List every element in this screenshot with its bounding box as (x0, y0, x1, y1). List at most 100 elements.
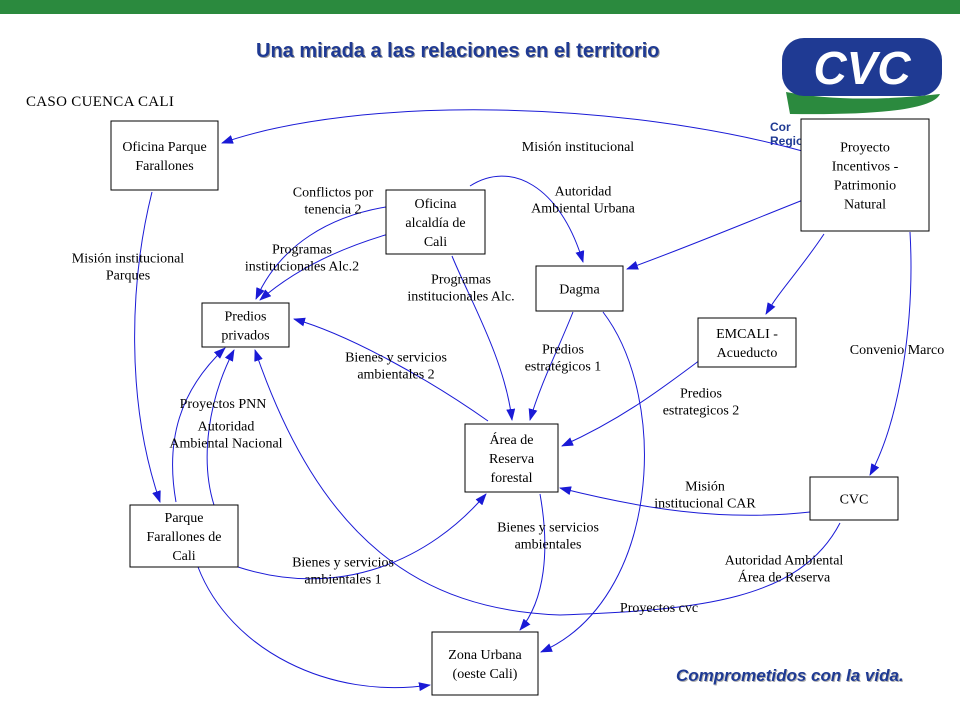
edge-oficina-alcaldia-to-dagma (469, 175, 585, 263)
node-label-line: Cali (172, 549, 195, 564)
node-box (129, 504, 239, 568)
edge-arrow (469, 175, 585, 263)
edge-oficina-alcaldia-to-predios-privados (255, 205, 393, 300)
edge-arrow (869, 231, 912, 476)
edge-label-line: institucionales Alc. (407, 290, 514, 305)
edge-label-line: institucionales Alc.2 (245, 260, 359, 275)
node-label-line: Predios (225, 310, 267, 325)
edge-label-line: Autoridad (198, 420, 255, 435)
node-label-line: Zona Urbana (448, 648, 522, 663)
edge-arrow (237, 493, 487, 580)
edge-label-line: Ambiental Nacional (169, 437, 282, 452)
edge-label-line: Misión institucional (72, 252, 185, 267)
edge-label-line: Bienes y servicios (345, 351, 447, 366)
edge-label-line: Misión (685, 480, 725, 495)
edge-arrow (765, 233, 825, 315)
edge-label-cvc-to-predios-privados: Proyectos cvc (620, 601, 698, 616)
edge-arrow (221, 109, 807, 153)
node-box (800, 118, 930, 232)
edge-parque-farallones-to-area-reserva (237, 493, 487, 580)
edge-label-line: Misión institucional (522, 140, 635, 155)
edge-label-area-reserva-to-zona-urbana: Bienes y servicios ambientales (497, 521, 599, 553)
edge-label-line: Conflictos por (293, 186, 374, 201)
node-label-line: alcaldía de (405, 216, 465, 231)
node-box (809, 476, 899, 521)
node-label-line: Cali (424, 235, 447, 250)
edge-arrow (519, 493, 546, 631)
edge-arrow (134, 191, 161, 503)
edge-label-line: estrategicos 2 (663, 404, 740, 419)
logo-subtext-line-1: Cor (770, 120, 791, 134)
node-cvc: CVC (809, 476, 899, 521)
edge-label-line: Programas (272, 243, 332, 258)
node-label: EMCALI - Acueducto (716, 327, 778, 361)
edge-arrow (254, 349, 841, 616)
edge-parque-farallones-to-zona-urbana (197, 566, 431, 692)
node-emcali: EMCALI - Acueducto (697, 317, 797, 368)
edge-proyecto-to-emcali (765, 233, 825, 315)
edge-arrow (206, 349, 235, 506)
node-label-line: Patrimonio (834, 179, 896, 194)
edge-label-line: Ambiental Urbana (531, 202, 636, 217)
node-box (201, 302, 290, 348)
node-box (385, 189, 486, 255)
logo-wordmark: CVC (813, 42, 911, 94)
node-label-line: (oeste Cali) (453, 667, 518, 682)
node-label-line: forestal (491, 471, 533, 486)
edge-label-line: Convenio Marco (850, 343, 944, 358)
edge-proyecto-to-dagma (626, 199, 804, 270)
node-label-line: EMCALI - (716, 327, 778, 342)
edge-parque-farallones-to-predios-privados (206, 349, 235, 506)
edge-label-line: Predios (680, 387, 722, 402)
logo-subtext: Cor Regio (770, 120, 803, 148)
node-label-line: Reserva (489, 452, 535, 467)
edge-proyecto-to-oficina-parque (221, 109, 807, 153)
edge-oficina-alcaldia-to-area-reserva (451, 255, 516, 421)
edge-dagma-to-area-reserva (528, 311, 574, 421)
edge-label-oficina-alcaldia-to-predios-privados: Conflictos por tenencia 2 (293, 186, 374, 218)
edge-label-parque-farallones-to-predios-privados: Proyectos PNN (180, 397, 267, 412)
node-dagma: Dagma (535, 265, 624, 312)
edge-label-line: Área de Reserva (738, 569, 831, 586)
node-label-line: Acueducto (717, 346, 778, 361)
node-box (431, 631, 539, 696)
edge-arrow (293, 317, 489, 422)
edge-label-area-reserva-to-predios-privados: Bienes y servicios ambientales 2 (345, 351, 447, 383)
edge-label-line: ambientales 2 (357, 368, 434, 383)
tagline: Comprometidos con la vida. (676, 666, 904, 685)
node-label-line: Natural (844, 198, 886, 213)
node-label-line: Parque (165, 511, 204, 526)
node-label-line: CVC (840, 493, 869, 508)
edge-cvc-to-predios-privados (254, 349, 841, 616)
edge-label-oficina-alcaldia-to-predios-privados: Programas institucionales Alc.2 (245, 243, 359, 275)
edge-arrow (626, 199, 804, 270)
edge-arrow (259, 232, 393, 301)
edge-arrow (559, 486, 811, 516)
node-label-line: Dagma (559, 283, 600, 298)
node-zona-urbana: Zona Urbana (oeste Cali) (431, 631, 539, 696)
edge-label-line: ambientales (515, 538, 582, 553)
edge-label-line: tenencia 2 (304, 203, 361, 218)
edge-label-line: Autoridad Ambiental (725, 554, 844, 569)
top-accent-bar (0, 0, 960, 14)
edge-label-line: Bienes y servicios (497, 521, 599, 536)
edge-arrow (561, 359, 701, 447)
node-box (464, 423, 559, 493)
edge-label-proyecto-to-cvc: Convenio Marco (850, 343, 944, 358)
edge-arrow (197, 566, 431, 692)
node-box (697, 317, 797, 368)
